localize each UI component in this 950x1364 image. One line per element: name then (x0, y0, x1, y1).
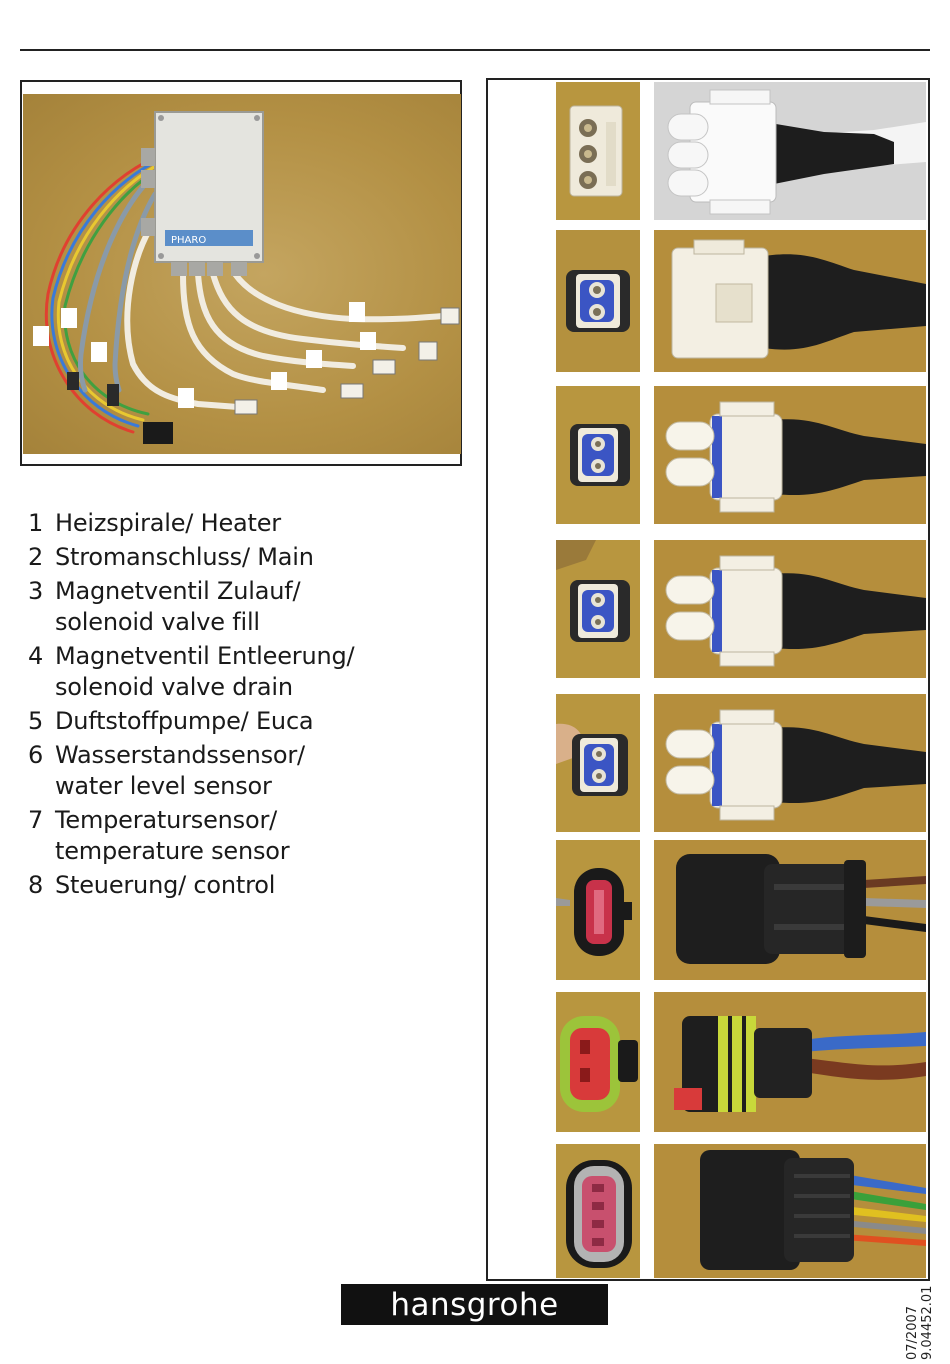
connector-socket-photo (556, 82, 640, 220)
connector-plug-photo (654, 992, 926, 1132)
connector-row-water-level (556, 840, 928, 980)
legend-label: Magnetventil Zulauf/ (55, 576, 448, 607)
legend-item: 3 Magnetventil Zulauf/ solenoid valve fi… (28, 576, 448, 638)
connector-plug-photo (654, 230, 926, 372)
legend-number: 5 (28, 706, 55, 737)
legend-number: 2 (28, 542, 55, 573)
legend-item: 7 Temperatursensor/ temperature sensor (28, 805, 448, 867)
connector-plug-photo (654, 386, 926, 524)
legend-item: 1 Heizspirale/ Heater (28, 508, 448, 539)
box-brand-label: PHARO (171, 235, 206, 246)
legend-label: Magnetventil Entleerung/ (55, 641, 448, 672)
legend-label: Duftstoffpumpe/ Euca (55, 706, 448, 737)
connector-socket-photo (556, 230, 640, 372)
legend-label-secondary: water level sensor (55, 771, 448, 802)
document-meta: 07/2007 9.04452.01 (905, 1270, 935, 1360)
legend-item: 4 Magnetventil Entleerung/ solenoid valv… (28, 641, 448, 703)
legend-number: 7 (28, 805, 55, 867)
connector-socket-photo (556, 1144, 640, 1278)
connector-socket-photo (556, 540, 640, 678)
legend-label-secondary: temperature sensor (55, 836, 448, 867)
legend-label-secondary: solenoid valve drain (55, 672, 448, 703)
connector-row-solenoid-drain (556, 540, 928, 678)
hansgrohe-logo: hansgrohe (341, 1284, 608, 1325)
connector-plug-photo (654, 694, 926, 832)
legend-number: 1 (28, 508, 55, 539)
connector-socket-photo (556, 992, 640, 1132)
legend-item: 8 Steuerung/ control (28, 870, 448, 901)
connector-row-heater (556, 82, 928, 220)
connector-row-control (556, 1144, 928, 1278)
legend-label: Steuerung/ control (55, 870, 448, 901)
connector-plug-photo (654, 840, 926, 980)
legend-label: Stromanschluss/ Main (55, 542, 448, 573)
legend-label: Wasserstandssensor/ (55, 740, 448, 771)
legend-label: Heizspirale/ Heater (55, 508, 448, 539)
connector-socket-photo (556, 840, 640, 980)
legend-item: 2 Stromanschluss/ Main (28, 542, 448, 573)
legend-item: 5 Duftstoffpumpe/ Euca (28, 706, 448, 737)
connector-plug-photo (654, 1144, 926, 1278)
legend-label-secondary: solenoid valve fill (55, 607, 448, 638)
overview-photo-frame: PHARO (20, 80, 462, 466)
legend-number: 3 (28, 576, 55, 638)
legend-label: Temperatursensor/ (55, 805, 448, 836)
connector-row-main (556, 230, 928, 372)
connector-socket-photo (556, 694, 640, 832)
control-unit-photo: PHARO (23, 94, 461, 454)
document-number: 9.04452.01 (920, 1270, 935, 1360)
component-legend: 1 Heizspirale/ Heater 2 Stromanschluss/ … (28, 508, 448, 904)
connector-socket-photo (556, 386, 640, 524)
top-rule (20, 49, 930, 51)
connector-row-temperature (556, 992, 928, 1132)
connector-row-solenoid-fill (556, 386, 928, 524)
legend-number: 8 (28, 870, 55, 901)
legend-number: 4 (28, 641, 55, 703)
connector-photo-column (486, 78, 930, 1281)
connector-plug-photo (654, 540, 926, 678)
connector-plug-photo (654, 82, 926, 220)
document-date: 07/2007 (905, 1270, 920, 1360)
legend-item: 6 Wasserstandssensor/ water level sensor (28, 740, 448, 802)
connector-row-euca-pump (556, 694, 928, 832)
legend-number: 6 (28, 740, 55, 802)
